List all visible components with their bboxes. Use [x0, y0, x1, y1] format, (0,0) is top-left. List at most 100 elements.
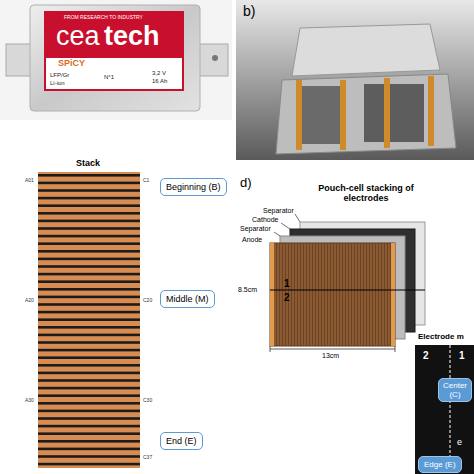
- box-text: Middle (M): [166, 294, 209, 304]
- cut-line: [270, 289, 425, 290]
- figure-label: 2: [423, 350, 429, 361]
- electrode-layer: [38, 440, 140, 443]
- figure-label: C37: [143, 455, 152, 461]
- photo-ground: [0, 0, 232, 120]
- electrode-layer: [38, 387, 140, 390]
- electrode-map: [415, 345, 474, 474]
- leader-line: [281, 223, 290, 229]
- region-box: Center (C): [438, 378, 472, 402]
- figure-label: C20: [143, 298, 152, 304]
- leader-line: [295, 214, 300, 222]
- electrode-layer: [38, 273, 140, 276]
- opened-pouch: [276, 74, 456, 154]
- figure-label: Li-ion: [50, 80, 65, 87]
- electrode-layer: [38, 341, 140, 344]
- stack-ground: [38, 172, 140, 468]
- figure-label: N°1: [104, 74, 114, 81]
- cut-line: [450, 345, 451, 474]
- electrode-layer: [38, 220, 140, 223]
- electrode-layer: [38, 250, 140, 253]
- figure-label: Cathode: [252, 216, 278, 224]
- figure-label: LFP/Gr: [50, 72, 69, 79]
- figure-label: C30: [143, 398, 152, 404]
- anode-edge: [270, 243, 274, 346]
- electrode-layer: [38, 318, 140, 321]
- figure-label: d): [240, 176, 252, 190]
- figure-label: Anode: [242, 236, 262, 244]
- electrode-layer: [38, 265, 140, 268]
- cell-tab: [196, 44, 228, 76]
- anode-edge: [391, 243, 395, 346]
- electrode-stack: [364, 84, 424, 142]
- figure-label: 16 Ah: [152, 78, 167, 85]
- figure-label: SPiCY: [58, 59, 85, 69]
- electrode-layer: [38, 204, 140, 207]
- dimension-tick: [395, 346, 396, 352]
- electrode-layer: [38, 425, 140, 428]
- dimension-line: [270, 349, 395, 350]
- kapton-tape: [340, 80, 346, 150]
- box-text: End (E): [166, 436, 197, 446]
- anode-sheet: [270, 243, 395, 346]
- electrode-layer: [38, 242, 140, 245]
- electrode-layer: [38, 410, 140, 413]
- region-box: Middle (M): [160, 290, 215, 308]
- kapton-tape: [296, 80, 302, 150]
- figure-label: tech: [104, 22, 160, 52]
- electrode-layer: [38, 402, 140, 405]
- electrode-layer: [38, 227, 140, 230]
- figure-label: Separator: [240, 225, 271, 233]
- electrode-layer: [38, 174, 140, 177]
- electrode-layer: [38, 455, 140, 458]
- figure-label: A30: [25, 398, 34, 404]
- figure-label: 8.5cm: [238, 286, 257, 294]
- tab-hole: [212, 55, 218, 61]
- electrode-layer: [38, 379, 140, 382]
- electrode-layer: [38, 212, 140, 215]
- kapton-tape: [384, 78, 390, 148]
- electrode-stack: [38, 172, 140, 468]
- electrode-layer: [38, 417, 140, 420]
- dimension-tick: [270, 346, 271, 352]
- electrode-layer: [38, 235, 140, 238]
- box-text: Center (C): [441, 381, 469, 399]
- figure-label: Pouch-cell stacking of electrodes: [302, 184, 430, 204]
- region-box: Beginning (B): [160, 178, 227, 196]
- electrode-layer: [38, 432, 140, 435]
- region-box: End (E): [160, 432, 203, 450]
- electrode-layer: [38, 303, 140, 306]
- electrode-layer: [38, 280, 140, 283]
- figure-label: Electrode m: [418, 333, 464, 342]
- figure-label: 3,2 V: [152, 70, 166, 77]
- box-text: Edge (E): [424, 460, 456, 469]
- pouch-body: [30, 5, 200, 111]
- figure-label: cea: [56, 22, 100, 52]
- electrode-layer: [38, 356, 140, 359]
- figure-label: 1: [459, 350, 465, 361]
- figure-label: Stack: [76, 159, 100, 169]
- electrode-layer: [38, 364, 140, 367]
- electrode-layer: [38, 288, 140, 291]
- electrode-layer: [38, 189, 140, 192]
- figure-label: A20: [25, 298, 34, 304]
- electrode-layer: [38, 334, 140, 337]
- electrode-layer: [38, 349, 140, 352]
- cell-label: [44, 11, 184, 91]
- figure-label: 1: [284, 278, 290, 289]
- figure-label: b): [243, 4, 255, 19]
- figure-label: FROM RESEARCH TO INDUSTRY: [64, 15, 143, 21]
- figure-label: 2: [284, 292, 290, 303]
- electrode-layer: [38, 448, 140, 451]
- figure-label: A01: [25, 178, 34, 184]
- kapton-tape: [428, 76, 434, 146]
- figure-label: 13cm: [322, 352, 339, 360]
- electrode-layer: [38, 258, 140, 261]
- opened-pouch-flap: [292, 24, 440, 76]
- photo-ground: [236, 0, 474, 160]
- electrode-layer: [38, 182, 140, 185]
- cell-label-panel: [46, 58, 182, 89]
- figure-label: C1: [143, 178, 149, 184]
- electrode-layer: [38, 326, 140, 329]
